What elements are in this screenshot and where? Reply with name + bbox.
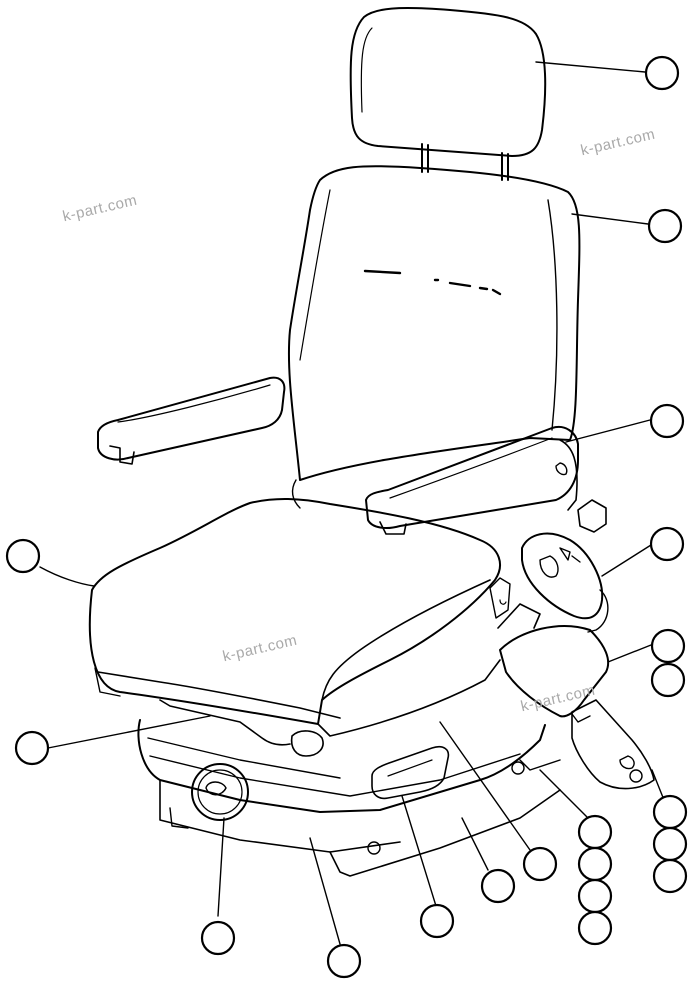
callout-slide-lever [14,730,50,766]
callout-right-armrest [649,403,685,439]
callout-bolt-3 [577,878,613,914]
callout-front-handle [419,903,455,939]
seatbelt-retractor [521,532,604,620]
bolt-head-2 [511,761,525,775]
bolt-head-1 [367,841,381,855]
buckle-bracket [489,577,511,619]
callout-seatbelt-buckle-1 [650,628,686,664]
slide-lever [97,671,341,719]
callout-bolt-4 [577,910,613,946]
callout-seat-cushion [5,538,41,574]
callout-anchor-2 [652,826,688,862]
right-armrest [365,426,579,529]
front-handle [371,745,450,800]
callout-anchor-1 [652,794,688,830]
backrest [287,165,581,481]
callout-anchor-3 [652,858,688,894]
callout-headrest [644,55,680,91]
bolt-head-3 [629,769,643,783]
seat-cushion [88,498,501,725]
callout-base-rail [480,868,516,904]
callout-seatbelt-retractor [649,526,685,562]
callout-suspension-bellows [326,943,362,979]
callout-weight-adjust-knob [200,920,236,956]
callout-backrest [647,208,683,244]
weight-knob [191,763,249,821]
headrest [349,7,547,157]
callout-bolt-2 [577,846,613,882]
callout-seatbelt-buckle-2 [650,662,686,698]
suspension-base [137,719,546,813]
left-armrest [97,376,286,461]
seatbelt-buckle [499,625,610,718]
callout-bolt-1 [577,814,613,850]
callout-side-cover [522,846,558,882]
